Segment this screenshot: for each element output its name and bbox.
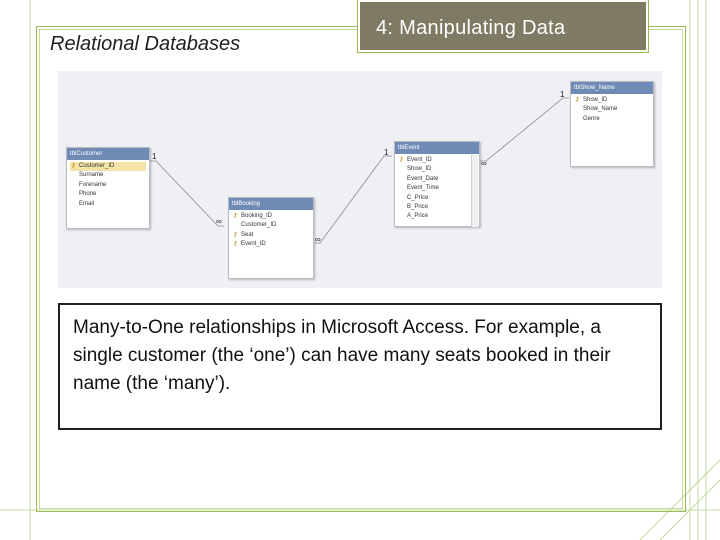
table-header: tblCustomer [67, 148, 149, 160]
key-icon: ⚷ [233, 231, 238, 238]
key-icon: ⚷ [233, 241, 238, 248]
caption-text: Many-to-One relationships in Microsoft A… [73, 317, 611, 394]
table-event[interactable]: tblEvent ⚷Event_ID Show_ID Event_Date Ev… [394, 141, 480, 227]
field-row[interactable]: Phone [79, 191, 97, 198]
table-header: tblShow_Name [571, 82, 653, 94]
field-row[interactable]: C_Price [407, 194, 429, 201]
relationship-one-label: 1 [152, 152, 157, 161]
key-icon: ⚷ [575, 97, 580, 103]
field-row[interactable]: Event_Time [407, 185, 439, 192]
table-booking[interactable]: tblBooking ⚷Booking_ID Customer_ID ⚷Seat… [228, 197, 314, 279]
relationship-many-label: ∞ [216, 217, 222, 226]
slide-subtitle: Relational Databases [50, 33, 241, 55]
field-row[interactable]: ⚷Show_ID [574, 96, 650, 105]
caption-box: Many-to-One relationships in Microsoft A… [58, 303, 662, 430]
field-row[interactable]: Customer_ID [241, 222, 277, 229]
field-row[interactable]: Show_ID [407, 166, 432, 173]
relationship-many-label: ∞ [481, 159, 487, 168]
field-row[interactable]: ⚷Event_ID [232, 240, 310, 249]
field-row[interactable]: ⚷Seat [232, 231, 310, 240]
table-customer[interactable]: tblCustomer ⚷Customer_ID Surname Forenam… [66, 147, 150, 229]
field-row[interactable]: B_Price [407, 204, 429, 211]
key-icon: ⚷ [399, 157, 404, 163]
field-row[interactable]: A_Price [407, 213, 429, 220]
field-row[interactable]: Surname [79, 172, 104, 179]
field-row[interactable]: Email [79, 200, 95, 207]
relationship-many-label: ∞ [315, 235, 321, 244]
relationship-one-label: 1 [384, 148, 389, 157]
key-icon: ⚷ [71, 163, 76, 169]
key-icon: ⚷ [233, 213, 238, 219]
slide-title: 4: Manipulating Data [376, 17, 566, 39]
field-row[interactable]: Show_Name [583, 106, 618, 113]
table-scrollbar[interactable] [471, 155, 478, 227]
field-row[interactable]: Forename [79, 181, 107, 188]
field-row[interactable]: ⚷Customer_ID [70, 162, 146, 172]
relationship-one-label: 1 [560, 90, 565, 99]
table-header: tblBooking [229, 198, 313, 210]
field-row[interactable]: ⚷Booking_ID [232, 212, 310, 221]
table-show-name[interactable]: tblShow_Name ⚷Show_ID Show_Name Genre [570, 81, 654, 167]
relationship-lines [150, 97, 569, 244]
title-box: 4: Manipulating Data [357, 0, 649, 53]
table-header: tblEvent [395, 142, 479, 154]
field-row[interactable]: Genre [583, 115, 600, 122]
field-row[interactable]: ⚷Event_ID [398, 156, 476, 165]
field-row[interactable]: Event_Date [407, 175, 439, 182]
relationships-diagram: 1 ∞ 1 ∞ 1 ∞ tblCustomer ⚷Customer_ID Sur… [58, 71, 662, 288]
